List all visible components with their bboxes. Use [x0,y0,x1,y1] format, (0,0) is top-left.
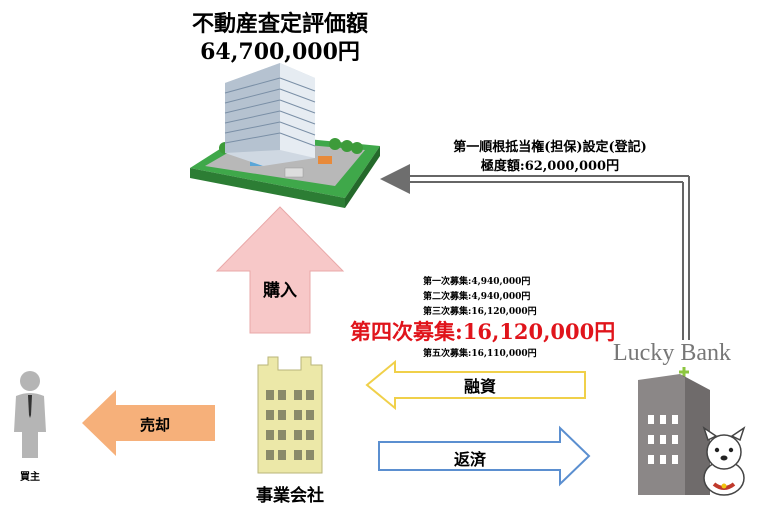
bank-building-icon [638,374,710,495]
recruitment-3: 第三次募集:16,120,000円 [423,307,537,317]
mortgage-line-1: 第一順根抵当権(担保)設定(登記) [453,140,647,155]
recruitment-4-highlight: 第四次募集:16,120,000円 [350,319,616,344]
property-illustration [190,63,380,208]
buyer-person-icon [14,371,46,458]
financing-arrow [365,359,586,411]
sale-arrow [82,390,215,456]
buyer-label: 買主 [20,472,40,483]
purchase-arrow [215,206,345,334]
repayment-arrow [378,425,591,487]
sale-label: 売却 [139,416,170,434]
recruitment-5: 第五次募集:16,110,000円 [423,349,537,359]
bank-name: Lucky Bank [613,340,731,366]
recruitment-1: 第一次募集:4,940,000円 [423,277,531,287]
bank-plus-icon [679,367,689,377]
dog-mascot-icon [702,426,746,496]
recruitment-2: 第二次募集:4,940,000円 [423,292,531,302]
repayment-label: 返済 [453,450,486,469]
company-building-icon [257,356,323,474]
financing-label: 融資 [463,377,496,396]
mortgage-arrow [380,164,690,340]
purchase-label: 購入 [263,281,297,301]
property-value: 64,700,000円 [200,39,360,65]
company-label: 事業会社 [256,486,324,506]
property-title: 不動産査定評価額 [191,11,368,37]
mortgage-line-2: 極度額:62,000,000円 [480,159,620,174]
